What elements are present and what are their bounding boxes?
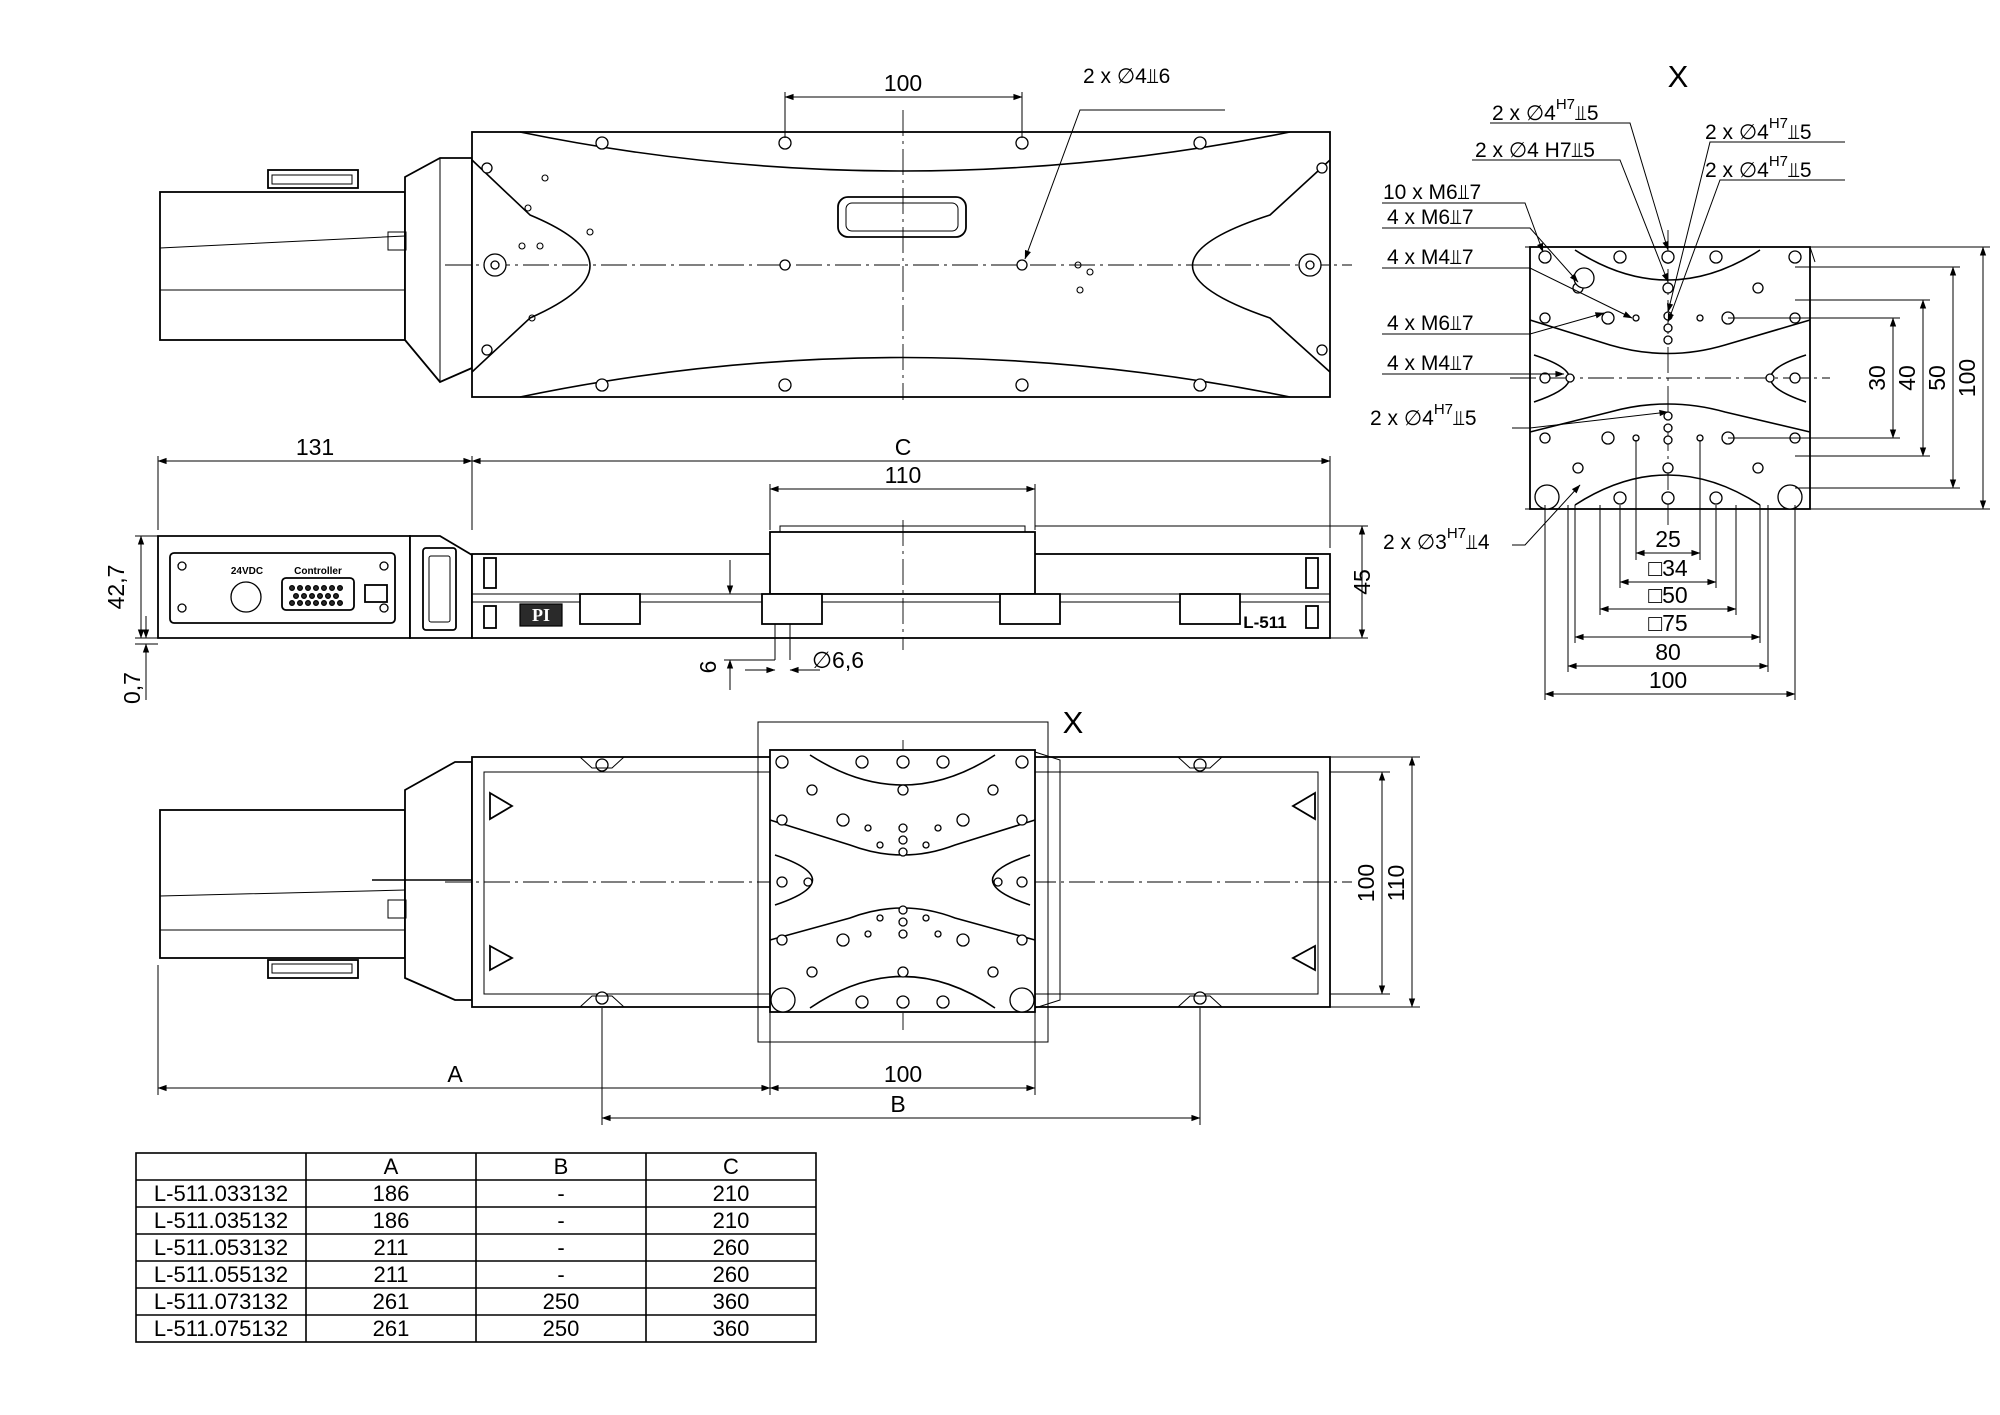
callout-5: 10 x M6⫫7 [1383,181,1481,204]
table-cell: 250 [543,1316,580,1341]
top-view: 100 2 x ∅4⫫6 [159,65,1352,400]
dim-v40: 40 [1894,365,1920,391]
callout-11: 2 x ∅3H7⫫4 [1383,525,1490,554]
bottom-dim-100: 100 [884,1061,922,1087]
table-header-cell: B [554,1154,569,1179]
dim-v100: 100 [1954,359,1980,397]
table-cell: - [557,1262,564,1287]
table-cell: L-511.033132 [154,1181,288,1206]
dim-6: 6 [695,661,721,674]
callout-6: 4 x M6⫫7 [1387,206,1474,229]
table-cell: 211 [373,1235,408,1260]
table-cell: 250 [543,1289,580,1314]
bottom-rail-holes [579,756,1223,1008]
table-cell: 261 [373,1289,410,1314]
callout-7: 4 x M4⫫7 [1387,246,1474,269]
label-controller: Controller [294,566,342,577]
dim-131: 131 [296,434,334,460]
table-cell: 360 [713,1289,750,1314]
table-cell: 186 [373,1208,410,1233]
table-cell: 360 [713,1316,750,1341]
dim-A: A [447,1061,463,1087]
side-carriage [769,531,1036,595]
top-dim-100: 100 [884,70,922,96]
callout-9: 4 x M4⫫7 [1387,352,1474,375]
table-cell: 260 [713,1262,750,1287]
top-holes [481,136,1328,392]
dim-sq34: □34 [1648,555,1688,581]
dim-25: 25 [1655,526,1681,552]
bottom-dim-100-vert: 100 [1353,864,1379,902]
callout-1: 2 x ∅4H7⫫5 [1492,96,1599,125]
dim-45: 45 [1349,569,1375,595]
detail-dim-100: 100 [1649,667,1687,693]
table-cell: 210 [713,1181,750,1206]
top-connector-pins [271,174,353,185]
side-controller: 24VDC Controller [157,535,473,639]
table-cell: L-511.073132 [154,1289,288,1314]
table-cell: 211 [373,1262,408,1287]
dim-dia-6-6: ∅6,6 [812,647,864,673]
callout-3: 2 x ∅4H7⫫5 [1705,115,1812,144]
detail-x-leaders [1382,122,1845,546]
dim-sq75: □75 [1648,610,1687,636]
side-mount-blocks [579,593,1241,625]
table-cell: L-511.053132 [154,1235,288,1260]
table-cell: 260 [713,1235,750,1260]
top-stage-base [471,131,1331,398]
dim-B: B [890,1091,905,1117]
callout-4: 2 x ∅4H7⫫5 [1705,153,1812,182]
top-callout-hole: 2 x ∅4⫫6 [1083,65,1170,88]
bottom-motor [159,761,473,1001]
top-motor [159,157,473,384]
label-24vdc: 24VDC [231,566,263,577]
bottom-carriage-holes [770,755,1035,1013]
dim-C: C [895,434,912,460]
detail-x: X [1370,59,1990,700]
detail-x-title: X [1668,59,1689,94]
bottom-dim-110-vert: 110 [1383,865,1409,902]
dim-v50: 50 [1924,365,1950,391]
table-cell: - [557,1235,564,1260]
bottom-view: X A 100 B 100 110 [157,705,1420,1125]
table-cell: 186 [373,1181,410,1206]
table-cell: - [557,1181,564,1206]
table-cell: L-511.035132 [154,1208,288,1233]
dim-v30: 30 [1864,365,1890,391]
dim-110: 110 [885,462,922,488]
detail-dim-80: 80 [1655,639,1681,665]
table-header-cell: C [723,1154,739,1179]
callout-10: 2 x ∅4H7⫫5 [1370,401,1477,430]
table-header-cell: A [384,1154,399,1179]
dim-sq50: □50 [1648,582,1687,608]
model-label: L-511 [1243,613,1286,632]
pi-logo: PI [532,605,550,625]
table-cell: - [557,1208,564,1233]
sub-d-connector-pins [289,584,344,606]
table-cell: L-511.075132 [154,1316,288,1341]
bottom-marker-x: X [1063,705,1084,740]
dim-42-7: 42,7 [103,565,129,610]
callout-8: 4 x M6⫫7 [1387,312,1474,335]
dim-0-7: 0,7 [119,672,145,704]
table-cell: 261 [373,1316,410,1341]
table-cell: 210 [713,1208,750,1233]
side-view: 24VDC Controller PI L-51 [103,434,1375,704]
callout-2: 2 x ∅4 H7⫫5 [1475,139,1595,162]
table-cell: L-511.055132 [154,1262,288,1287]
